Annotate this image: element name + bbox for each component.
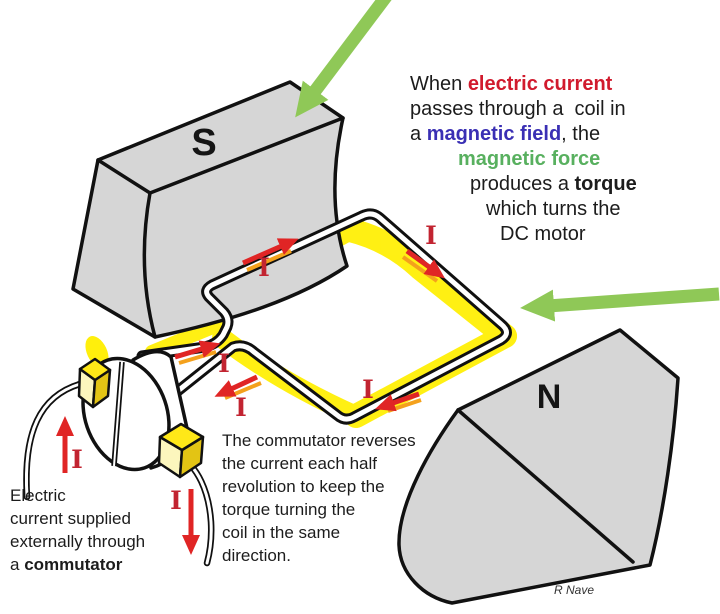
caption-magnetic-field: magnetic field bbox=[426, 123, 562, 145]
glow-top-brush bbox=[85, 336, 109, 368]
caption-text: revolution to keep the bbox=[222, 477, 385, 496]
current-arrow-top-left bbox=[241, 238, 299, 266]
caption-line: a magnetic field, the bbox=[410, 122, 710, 147]
current-label-top-left: I bbox=[258, 253, 270, 282]
field-arrows bbox=[295, 0, 720, 322]
bottom-brush bbox=[157, 422, 205, 479]
field-arrow-top bbox=[295, 0, 392, 118]
current-arrow-bottom bbox=[374, 391, 420, 412]
caption-text: direction. bbox=[222, 546, 291, 565]
caption-magnetic-force: magnetic force bbox=[458, 148, 601, 170]
south-magnet-edge-top bbox=[148, 116, 345, 195]
south-pole-label: S bbox=[191, 122, 216, 164]
north-pole-label: N bbox=[537, 378, 562, 416]
south-magnet: S bbox=[71, 80, 349, 339]
caption-text: , the bbox=[561, 123, 601, 145]
glow-lead bbox=[145, 315, 232, 359]
south-magnet-body bbox=[71, 80, 349, 339]
current-label-bottom: I bbox=[362, 375, 374, 404]
current-arrows bbox=[56, 238, 445, 555]
commutator-caption: The commutator reverses the current each… bbox=[222, 429, 416, 567]
current-label-upper-lead: I bbox=[218, 349, 230, 378]
caption-line: a commutator bbox=[10, 553, 145, 576]
caption-commutator-word: commutator bbox=[24, 555, 123, 574]
caption-text: torque turning the bbox=[222, 500, 356, 519]
caption-line: magnetic force bbox=[410, 147, 710, 172]
coil-right-side-inner bbox=[161, 211, 509, 422]
caption-text: the current each half bbox=[222, 454, 377, 473]
caption-line: which turns the bbox=[410, 197, 710, 222]
caption-line: direction. bbox=[222, 544, 416, 567]
south-magnet-edge-left bbox=[96, 158, 152, 195]
caption-line: revolution to keep the bbox=[222, 475, 416, 498]
caption-text: produces a bbox=[470, 173, 575, 195]
commutator-split-gap-inner bbox=[113, 361, 123, 467]
caption-line: Electric bbox=[10, 484, 145, 507]
caption-text: current supplied bbox=[10, 509, 131, 528]
left-supply-wire-inner bbox=[24, 382, 82, 499]
left-supply-wire bbox=[23, 380, 84, 501]
north-magnet-body bbox=[397, 328, 680, 605]
caption-line: the current each half bbox=[222, 452, 416, 475]
caption-text: externally through bbox=[10, 532, 146, 551]
caption-line: torque turning the bbox=[222, 498, 416, 521]
caption-text: coil in the same bbox=[222, 523, 341, 542]
caption-torque: torque bbox=[574, 173, 637, 195]
bottom-brush-top bbox=[158, 422, 205, 452]
caption-line: produces a torque bbox=[410, 172, 710, 197]
caption-line: DC motor bbox=[410, 222, 710, 247]
current-arrow-lower-lead bbox=[214, 374, 259, 397]
caption-line: The commutator reverses bbox=[222, 429, 416, 452]
caption-electric-current: electric current bbox=[467, 73, 613, 95]
current-label-supply-down: I bbox=[170, 486, 182, 515]
caption-text: When bbox=[410, 73, 468, 95]
north-magnet: N bbox=[397, 328, 680, 605]
current-label-supply-up: I bbox=[71, 445, 83, 474]
current-labels: I I I I I I I bbox=[71, 221, 437, 515]
current-label-lower-lead: I bbox=[235, 393, 247, 422]
caption-line: externally through bbox=[10, 530, 145, 553]
caption-text: The commutator reverses bbox=[222, 431, 416, 450]
north-magnet-edge bbox=[456, 408, 635, 564]
current-arrow-upper-lead bbox=[174, 340, 221, 360]
caption-line: When electric current bbox=[410, 72, 710, 97]
current-arrow-top-right bbox=[405, 248, 445, 279]
caption-text: a bbox=[410, 123, 427, 145]
caption-line: passes through a coil in bbox=[410, 97, 710, 122]
author-signature: R Nave bbox=[554, 583, 595, 597]
supply-caption: Electric current supplied externally thr… bbox=[10, 484, 145, 576]
south-magnet-edge-front bbox=[142, 191, 157, 339]
caption-line: coil in the same bbox=[222, 521, 416, 544]
field-arrow-right bbox=[520, 287, 720, 322]
caption-text: which turns the bbox=[486, 198, 621, 220]
caption-text: passes through a coil in bbox=[410, 98, 626, 120]
caption-text: a bbox=[10, 555, 25, 574]
caption-line: current supplied bbox=[10, 507, 145, 530]
top-brush-top bbox=[78, 357, 112, 382]
top-brush bbox=[77, 357, 112, 409]
current-label-top-right: I bbox=[425, 221, 437, 250]
main-caption: When electric current passes through a c… bbox=[410, 72, 710, 247]
caption-text: Electric bbox=[10, 486, 66, 505]
caption-text: DC motor bbox=[500, 223, 586, 245]
